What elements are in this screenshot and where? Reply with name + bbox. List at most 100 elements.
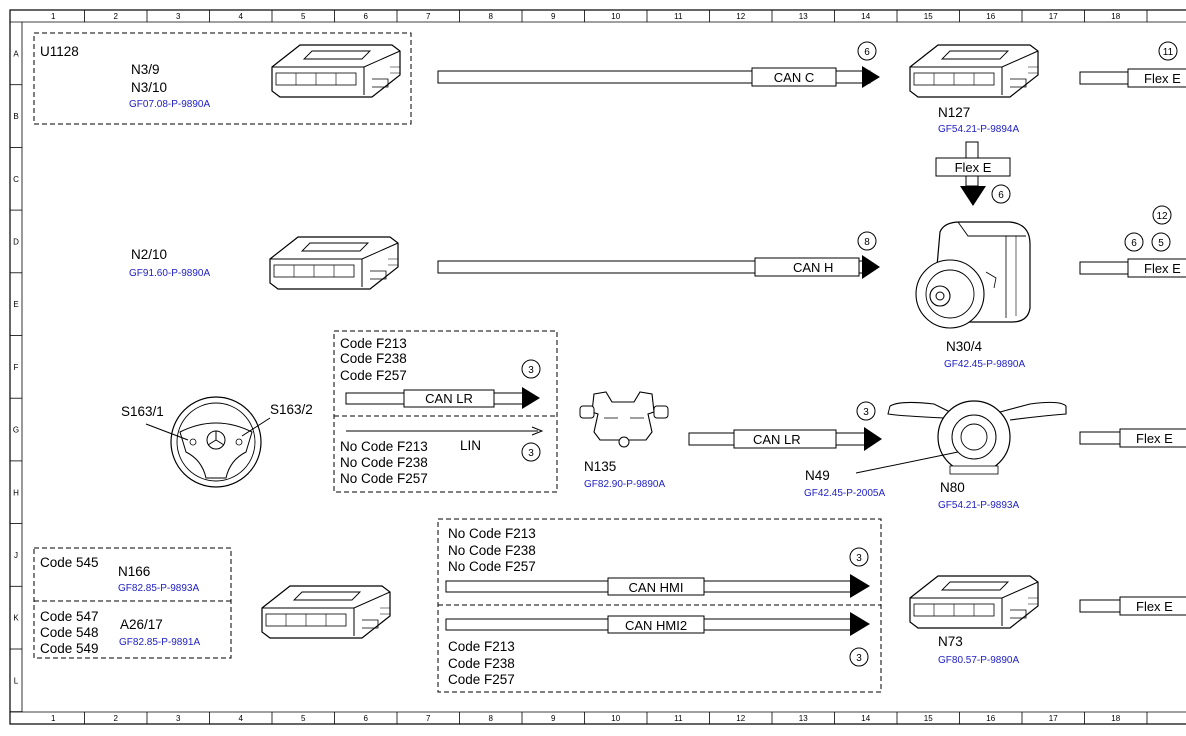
svg-text:6: 6 [998,190,1004,201]
n80-label: N80 [940,480,965,495]
row-label: A [13,49,19,58]
can-hmi2-arrow-icon [850,612,870,636]
n80-reference-link[interactable]: GF54.21-P-9893A [938,500,1019,511]
column-label: 2 [114,12,119,21]
can-lr-upper-callout [521,359,541,379]
hmi2-code-f213-text: Code F213 [448,639,515,654]
can-lr-lower-callout [856,401,876,421]
n30-4-reference-link[interactable]: GF42.45-P-9890A [944,359,1025,370]
flex-e-label-a: Flex E [1144,71,1181,86]
column-label: 3 [176,714,181,723]
a26-17-label: A26/17 [120,617,163,632]
column-label: 15 [924,12,933,21]
column-label: 14 [861,714,870,723]
column-label: 13 [799,714,808,723]
code-f238-text: Code F238 [340,351,407,366]
svg-text:3: 3 [856,653,862,664]
code-549-text: Code 549 [40,641,99,656]
column-label: 18 [1111,12,1120,21]
svg-text:5: 5 [1158,238,1164,249]
can-lr-upper-label: CAN LR [425,391,473,406]
a26-17-reference-link[interactable]: GF82.85-P-9891A [119,637,200,648]
svg-text:12: 12 [1156,211,1168,222]
can-c-callout [857,41,877,61]
column-label: 1 [51,12,56,21]
column-label: 10 [611,714,620,723]
column-label: 5 [301,714,306,723]
code-545-text: Code 545 [40,555,99,570]
svg-text:6: 6 [1131,238,1137,249]
column-label: 17 [1049,714,1058,723]
code-545-549-dashed-box [33,547,232,659]
n73-label: N73 [938,634,963,649]
column-label: 5 [301,12,306,21]
hmi-no-code-f213-text: No Code F213 [448,526,536,541]
code-f257-text: Code F257 [340,368,407,383]
column-label: 10 [611,12,620,21]
flex-e-label-d: Flex E [1144,261,1181,276]
flex-e-vertical-callout [991,184,1011,204]
column-label: 4 [239,714,244,723]
sheet-frame [9,9,1186,725]
right-callout-12 [1152,205,1172,225]
n166-reference-link[interactable]: GF82.85-P-9893A [118,583,199,594]
n3-reference-link[interactable]: GF07.08-P-9890A [129,99,210,110]
can-h-arrow-icon [862,255,880,279]
n127-reference-link[interactable]: GF54.21-P-9894A [938,124,1019,135]
right-callout-6 [1124,232,1144,252]
row-label: G [13,426,19,435]
row-label: J [14,551,18,560]
column-label: 8 [489,12,494,21]
column-label: 12 [736,12,745,21]
n3-9-label: N3/9 [131,62,160,77]
column-label: 3 [176,12,181,21]
right-callout-11 [1158,41,1178,61]
lin-label: LIN [460,438,481,453]
can-hmi-callout [849,547,869,567]
column-label: 9 [551,714,556,723]
hmi2-code-f257-text: Code F257 [448,672,515,687]
flex-e-label-k: Flex E [1136,599,1173,614]
n2-10-reference-link[interactable]: GF91.60-P-9890A [129,268,210,279]
can-lr-lower-label: CAN LR [753,432,801,447]
column-label: 6 [364,12,369,21]
svg-text:11: 11 [1163,47,1174,58]
s163-1-label: S163/1 [121,404,164,419]
column-label: 11 [674,12,683,21]
column-label: 17 [1049,12,1058,21]
lin-callout [521,442,541,462]
n30-4-esp-unit-icon [915,221,1031,329]
svg-text:3: 3 [856,553,862,564]
row-label: F [14,363,19,372]
flex-e-vertical-arrow-icon [960,186,986,206]
can-c-label: CAN C [774,70,814,85]
column-label: 11 [674,714,683,723]
hmi-no-code-f257-text: No Code F257 [448,559,536,574]
u1128-dashed-box [33,32,412,125]
code-f213-text: Code F213 [340,336,407,351]
column-ruler: 1122334455667788991010111112121313141415… [51,10,1148,724]
column-label: 7 [426,12,431,21]
svg-text:8: 8 [864,237,870,248]
row-label: B [13,112,18,121]
row-label: D [13,237,19,246]
n49-reference-link[interactable]: GF42.45-P-2005A [804,488,885,499]
n30-4-label: N30/4 [946,339,983,354]
n73-control-unit-icon [909,575,1039,629]
n135-reference-link[interactable]: GF82.90-P-9890A [584,479,665,490]
hmi2-code-f238-text: Code F238 [448,656,515,671]
steering-wheel-icon [170,396,262,488]
flex-e-vertical-bus [965,141,979,161]
svg-text:3: 3 [863,407,869,418]
flex-e-label-g: Flex E [1136,431,1173,446]
column-label: 16 [986,714,995,723]
code-548-text: Code 548 [40,625,99,640]
n73-reference-link[interactable]: GF80.57-P-9890A [938,655,1019,666]
n3-10-label: N3/10 [131,80,167,95]
lin-arrow-icon [531,426,544,436]
u1128-label: U1128 [40,44,79,59]
svg-text:3: 3 [528,448,534,459]
s163-2-label: S163/2 [270,402,313,417]
n166-label: N166 [118,564,150,579]
n3-control-unit-icon [271,44,401,98]
